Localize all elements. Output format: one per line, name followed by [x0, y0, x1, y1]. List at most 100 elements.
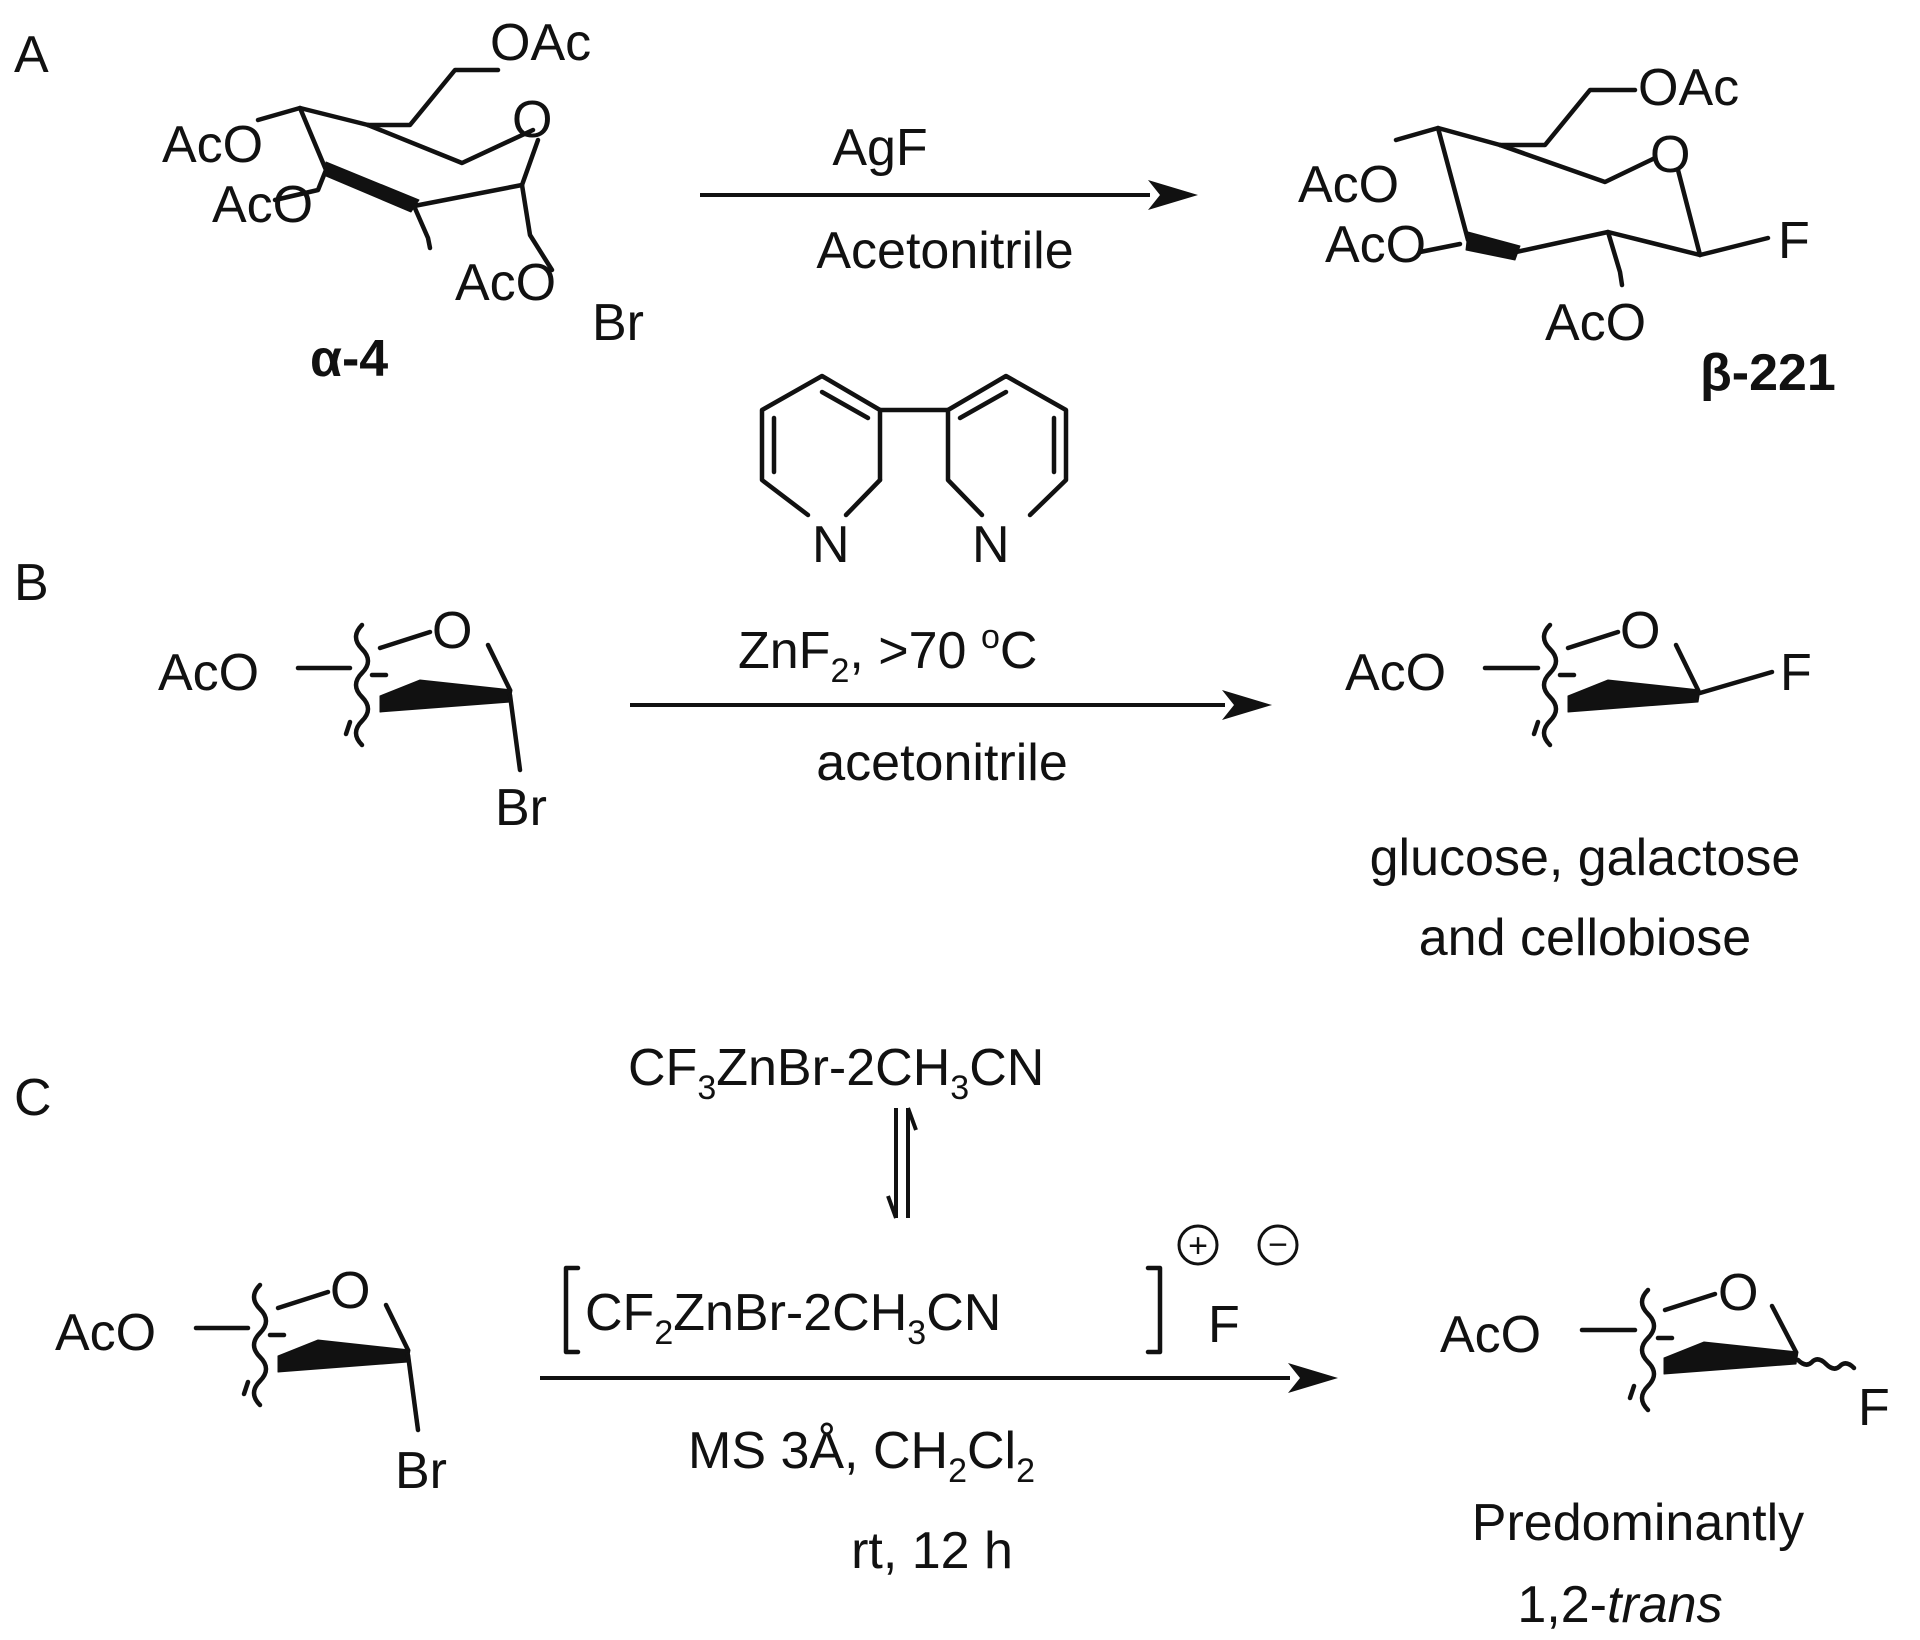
ring-oxygen-label: O	[432, 602, 472, 660]
scope-line-1: glucose, galactose	[1370, 829, 1801, 887]
fluorine-label: F	[1858, 1379, 1890, 1437]
outcome-line-2: 1,2-trans	[1517, 1576, 1722, 1634]
wavy-truncation	[1639, 1287, 1657, 1413]
c4-oac-bond	[1393, 125, 1503, 148]
arrow-head-c	[1288, 1363, 1338, 1393]
right-ring-double-bonds	[957, 389, 1057, 475]
c1-f-bond	[1697, 235, 1771, 258]
reaction-arrow-b: ZnF2, >70 oC acetonitrile	[630, 618, 1272, 792]
c1-o5-bond	[1675, 167, 1703, 258]
bromine-label: Br	[395, 1442, 447, 1500]
c6-bond	[365, 67, 501, 128]
right-pyridine-ring	[945, 373, 1069, 518]
aco-c4-label: AcO	[1298, 156, 1399, 214]
tick-mark	[1531, 719, 1541, 737]
panel-a-label: A	[14, 26, 49, 84]
o5-c1-bond	[383, 1302, 411, 1353]
aco-label: AcO	[1345, 644, 1446, 702]
positive-charge-circle	[1177, 1224, 1219, 1266]
ring-bond-upper	[1497, 142, 1658, 185]
compound-beta-221: OAc O AcO AcO AcO F β-221	[1298, 59, 1836, 402]
left-pyridine-ring	[759, 373, 883, 518]
wedge-bond	[1465, 231, 1521, 261]
aco-c4-label: AcO	[162, 116, 263, 174]
compound-alpha-4: OAc O AcO AcO AcO Br α-4	[162, 14, 644, 388]
glycosyl-fluoride-b: AcO O F	[1345, 602, 1812, 748]
left-ring-n-bond	[843, 477, 883, 518]
left-bracket	[563, 1265, 581, 1355]
wavy-truncation	[353, 622, 371, 748]
oac-top-label: OAc	[490, 14, 591, 72]
aco-c2-label: AcO	[455, 254, 556, 312]
ring-bond-upper	[365, 122, 536, 166]
left-ring-double-bonds	[771, 389, 871, 475]
equilibrium-up-half-head	[906, 1107, 918, 1131]
bracketed-complex: CF2ZnBr-2CH3CN + F −	[563, 1224, 1299, 1355]
tick-mark	[1627, 1383, 1637, 1401]
glycosyl-bromide-c: AcO O Br	[55, 1262, 447, 1500]
c2-c1-bond	[411, 182, 525, 209]
wavy-truncation	[251, 1282, 269, 1408]
wedge-bond	[277, 1339, 411, 1373]
reaction-arrow-a: AgF Acetonitrile	[700, 119, 1198, 280]
solvent-acetonitrile-a: Acetonitrile	[816, 222, 1073, 280]
o5-c1-bond	[1769, 1303, 1799, 1355]
ring-oxygen-label: O	[1650, 126, 1690, 184]
panel-c-label: C	[14, 1069, 52, 1127]
reaction-arrow-c: MS 3Å, CH2Cl2 rt, 12 h	[540, 1363, 1338, 1580]
reagent-agf: AgF	[832, 119, 927, 177]
aco-c3-label: AcO	[1325, 216, 1426, 274]
c1-f-bond	[1697, 669, 1775, 696]
scope-line-2: and cellobiose	[1419, 909, 1751, 967]
conditions-rt-12h: rt, 12 h	[851, 1522, 1013, 1580]
reagent-cf3znbr: CF3ZnBr-2CH3CN	[628, 1039, 1044, 1107]
wavy-c1-f-bond	[1795, 1357, 1857, 1371]
aco-label: AcO	[55, 1304, 156, 1362]
bipyridine-ligand: N N	[759, 373, 1069, 574]
ligand-nitrogen-left: N	[812, 516, 850, 574]
fluoride-label: F	[1208, 1296, 1240, 1354]
c1-br-bond	[405, 1352, 421, 1433]
c1-o5-bond	[519, 137, 541, 188]
aco-label: AcO	[158, 644, 259, 702]
c5-o5-bond	[275, 1289, 331, 1311]
compound-label-beta-221: β-221	[1700, 344, 1836, 402]
outcome-line-1: Predominantly	[1472, 1494, 1804, 1552]
right-bracket	[1145, 1265, 1163, 1355]
ligand-nitrogen-right: N	[972, 516, 1010, 574]
compound-label-alpha-4: α-4	[310, 330, 388, 388]
c5-o5-bond	[1565, 629, 1621, 651]
bromine-label: Br	[495, 779, 547, 837]
c3-oac-bond	[272, 167, 329, 203]
c1-br-bond	[507, 692, 523, 773]
solvent-acetonitrile-b: acetonitrile	[816, 734, 1067, 792]
ring-bond-left	[1435, 125, 1471, 243]
ring-oxygen-label: O	[330, 1262, 370, 1320]
c6-bond	[1497, 87, 1638, 148]
wedge-bond	[1663, 1341, 1799, 1375]
panel-a: A OAc O AcO AcO AcO Br α-4 AgF Acet	[14, 14, 1836, 402]
c3-oac-bond	[1417, 241, 1463, 255]
oac-top-label: OAc	[1638, 59, 1739, 117]
equilibrium-arrows	[886, 1107, 918, 1219]
fluorine-label: F	[1778, 212, 1810, 270]
glycosyl-fluoride-c: AcO O F	[1440, 1264, 1890, 1437]
c2-oac-bond	[411, 203, 433, 251]
o5-c1-bond	[485, 642, 513, 693]
aco-label: AcO	[1440, 1306, 1541, 1364]
c4-oac-bond	[255, 105, 371, 128]
wavy-truncation	[1541, 622, 1559, 748]
arrow-head-a	[1148, 180, 1198, 210]
c1-br-bond	[519, 182, 555, 273]
panel-b: B AcO O Br N N ZnF2, >7	[14, 373, 1812, 967]
fluorine-label: F	[1780, 644, 1812, 702]
reagent-znf2: ZnF2, >70 oC	[738, 618, 1037, 690]
panel-c: C CF3ZnBr-2CH3CN CF2ZnBr-2CH3CN + F −	[14, 1039, 1890, 1634]
ring-oxygen-label: O	[1620, 602, 1660, 660]
arrow-head-b	[1222, 690, 1272, 720]
reagent-cf2znbr-complex: CF2ZnBr-2CH3CN	[585, 1284, 1001, 1352]
ring-oxygen-label: O	[1718, 1264, 1758, 1322]
negative-charge-sign: −	[1268, 1226, 1288, 1264]
aco-c2-label: AcO	[1545, 294, 1646, 352]
